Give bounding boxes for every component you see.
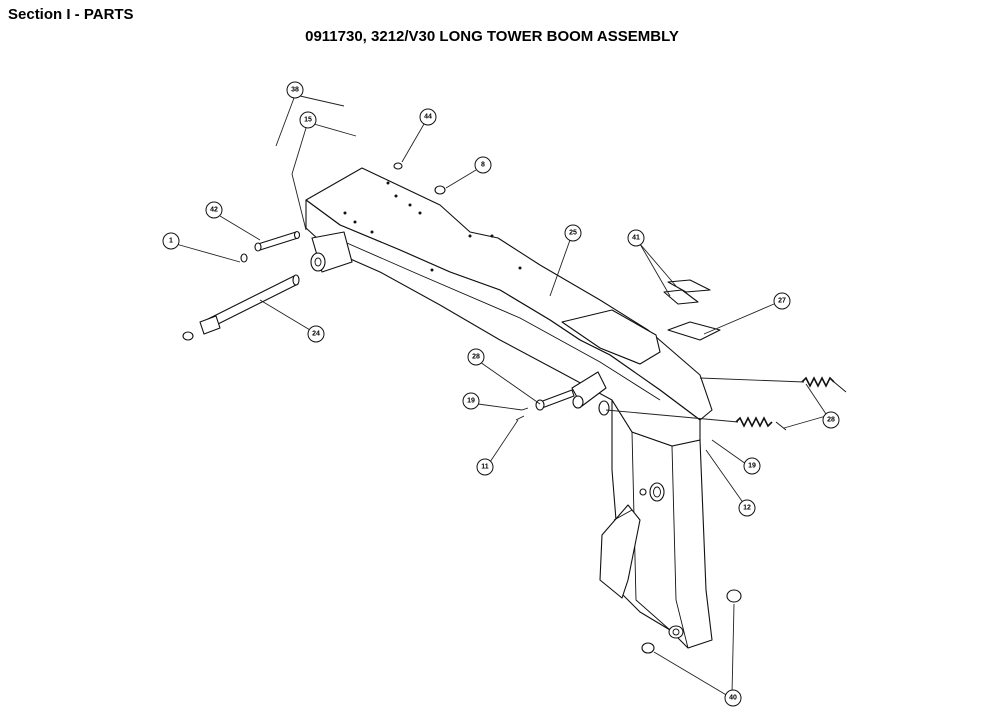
washer-40: [641, 589, 742, 654]
callout-38: 38: [286, 81, 304, 99]
svg-text:42: 42: [210, 207, 218, 214]
callout-1: 1: [162, 232, 180, 250]
callout-28-left: 28: [467, 348, 485, 366]
rod-24: [182, 274, 300, 341]
washer-1: [240, 253, 248, 263]
spring-26-lower: [735, 416, 787, 431]
callout-41: 41: [627, 229, 645, 247]
svg-text:28: 28: [827, 417, 835, 424]
callout-28-right: 28: [822, 411, 840, 429]
spring-26-upper: [801, 376, 847, 393]
callout-19-right: 19: [743, 457, 761, 475]
callout-19-left: 19: [462, 392, 480, 410]
callout-44: 44: [419, 108, 437, 126]
callout-25: 25: [564, 224, 582, 242]
page-title: 0911730, 3212/V30 LONG TOWER BOOM ASSEMB…: [305, 28, 679, 45]
svg-text:19: 19: [467, 398, 475, 405]
tower-brace: [599, 504, 641, 599]
pad-27: [667, 321, 721, 341]
bolt-28: [535, 389, 575, 411]
leader-lines: [175, 95, 827, 697]
svg-text:1: 1: [169, 238, 173, 245]
callout-8: 8: [474, 156, 492, 174]
callout-42: 42: [205, 201, 223, 219]
callout-27: 27: [773, 292, 791, 310]
svg-text:11: 11: [481, 464, 489, 471]
nylon-pad-41: [663, 279, 711, 305]
callout-11: 11: [476, 458, 494, 476]
svg-text:41: 41: [632, 235, 640, 242]
svg-text:28: 28: [472, 354, 480, 361]
cotter-pin-19: [515, 407, 529, 421]
callout-15: 15: [299, 111, 317, 129]
bushing-44-8: [393, 162, 446, 195]
callout-40: 40: [724, 689, 742, 707]
boom-body: [305, 167, 713, 447]
svg-text:8: 8: [481, 162, 485, 169]
callout-12: 12: [738, 499, 756, 517]
svg-text:44: 44: [424, 114, 432, 121]
svg-text:12: 12: [743, 505, 751, 512]
svg-text:25: 25: [569, 230, 577, 237]
svg-text:24: 24: [312, 331, 320, 338]
svg-text:19: 19: [748, 463, 756, 470]
section-title: Section I - PARTS: [8, 6, 134, 23]
svg-text:40: 40: [729, 695, 737, 702]
svg-text:27: 27: [778, 298, 786, 305]
callout-24: 24: [307, 325, 325, 343]
svg-text:15: 15: [304, 117, 312, 124]
svg-text:38: 38: [291, 87, 299, 94]
pin-42: [254, 230, 301, 252]
